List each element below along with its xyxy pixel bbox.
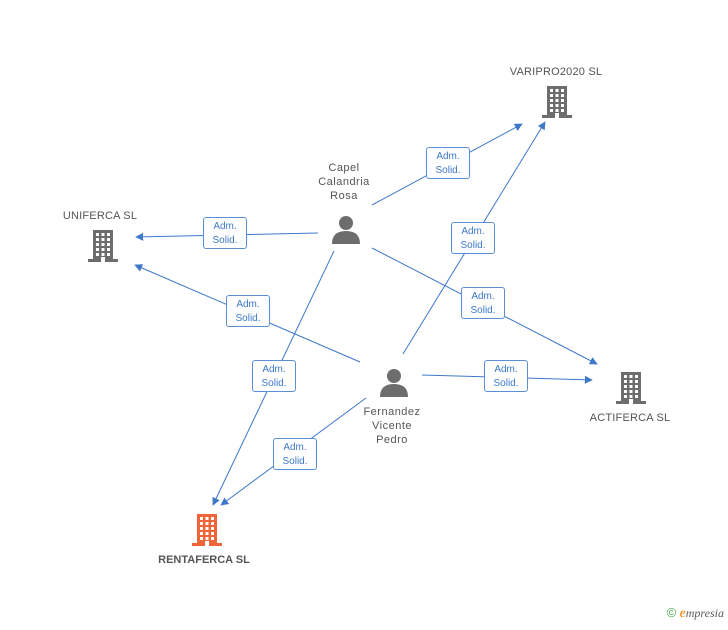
building-icon-actiferca[interactable] — [616, 372, 646, 404]
person-label-fernandez[interactable]: Fernandez Vicente Pedro — [363, 406, 421, 446]
building-icon-uniferca[interactable] — [88, 230, 118, 262]
company-label-rentaferca[interactable]: RENTAFERCA SL — [158, 554, 250, 566]
company-label-uniferca[interactable]: UNIFERCA SL — [62, 210, 138, 222]
person-icon-fernandez[interactable] — [380, 369, 408, 397]
edge-label-capel-uniferca[interactable]: Adm. Solid. — [203, 217, 247, 249]
edge-label-capel-rentaferca[interactable]: Adm. Solid. — [252, 360, 296, 392]
edge-label-fernandez-uniferca[interactable]: Adm. Solid. — [226, 295, 270, 327]
edge-label-fernandez-varipro[interactable]: Adm. Solid. — [451, 222, 495, 254]
copyright-icon: © — [666, 605, 677, 620]
company-label-varipro[interactable]: VARIPRO2020 SL — [509, 66, 603, 78]
empresia-footer: © empresia — [667, 605, 724, 622]
person-label-capel[interactable]: Capel Calandria Rosa — [318, 162, 370, 202]
edge-label-fernandez-rentaferca[interactable]: Adm. Solid. — [273, 438, 317, 470]
empresia-logo-e: e — [679, 606, 686, 621]
building-icon-varipro[interactable] — [542, 86, 572, 118]
empresia-logo-text: mpresia — [685, 606, 724, 620]
person-icon-capel[interactable] — [332, 216, 360, 244]
edge-label-capel-varipro[interactable]: Adm. Solid. — [426, 147, 470, 179]
building-icon-rentaferca[interactable] — [192, 514, 222, 546]
icons-layer — [88, 86, 646, 546]
edge-label-capel-actiferca[interactable]: Adm. Solid. — [461, 287, 505, 319]
edge-label-fernandez-actiferca[interactable]: Adm. Solid. — [484, 360, 528, 392]
company-label-actiferca[interactable]: ACTIFERCA SL — [589, 412, 671, 424]
